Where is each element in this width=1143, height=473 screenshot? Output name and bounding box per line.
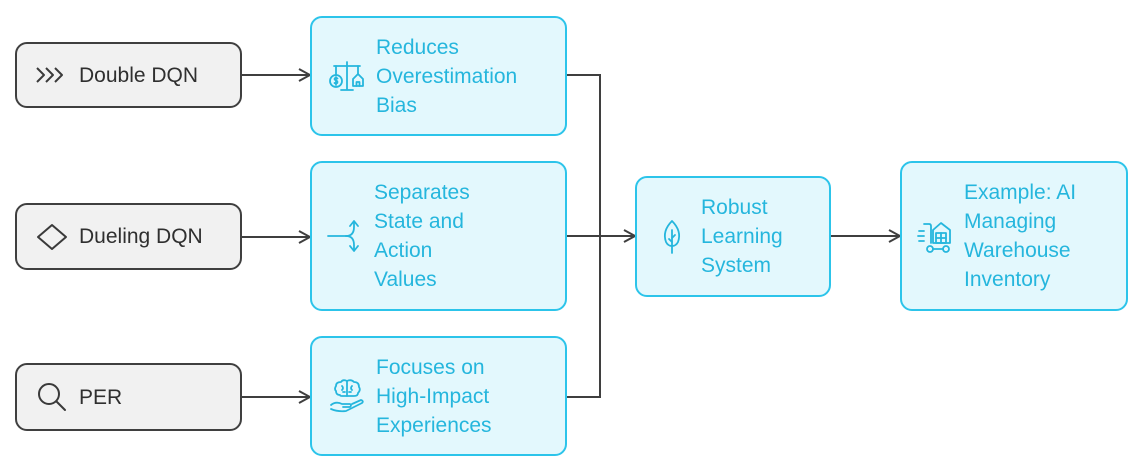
label-line: Managing (964, 210, 1057, 233)
label-line: Separates (374, 181, 470, 204)
benefit-node-separates: Separates State and Action Values (310, 161, 567, 311)
label-line: Example: AI (964, 181, 1077, 204)
benefit-label: Focuses on High-Impact Experiences (376, 353, 492, 440)
label-line: Robust (701, 196, 768, 219)
outcome-node-robust-learning: Robust Learning System (635, 176, 831, 297)
example-node-warehouse: Example: AI Managing Warehouse Inventory (900, 161, 1128, 311)
triple-chevron-right-icon (33, 60, 71, 90)
benefit-node-focuses: Focuses on High-Impact Experiences (310, 336, 567, 456)
label-line: Action (374, 239, 433, 262)
input-label: PER (79, 385, 123, 409)
label-line: Overestimation (376, 64, 518, 88)
brain-in-hand-icon (328, 377, 366, 415)
benefit-label: Reduces Overestimation Bias (376, 33, 517, 120)
diamond-outline-icon (33, 222, 71, 252)
input-label: Dueling DQN (79, 225, 203, 248)
label-line: Warehouse (964, 239, 1071, 262)
outcome-label: Robust Learning System (701, 193, 783, 280)
label-line: Focuses on (376, 355, 485, 379)
label-line: Values (374, 268, 437, 291)
benefit-label: Separates State and Action Values (374, 178, 470, 294)
input-node-double-dqn: Double DQN (15, 42, 242, 108)
example-label: Example: AI Managing Warehouse Inventory (964, 178, 1076, 294)
label-line: Bias (376, 93, 417, 117)
input-label: Double DQN (79, 63, 199, 87)
balance-scale-money-home-icon (328, 57, 366, 95)
input-node-dueling-dqn: Dueling DQN (15, 203, 242, 270)
label-line: High-Impact (376, 384, 490, 408)
split-arrows-icon (326, 217, 364, 255)
benefit-node-overestimation: Reduces Overestimation Bias (310, 16, 567, 136)
magnifier-icon (33, 382, 71, 412)
label-line: Inventory (964, 268, 1051, 291)
label-line: Learning (701, 225, 783, 248)
sapling-leaf-icon (653, 218, 691, 256)
label-line: System (701, 254, 772, 277)
input-node-per: PER (15, 363, 242, 431)
warehouse-cart-icon (916, 217, 954, 255)
label-line: Experiences (376, 413, 492, 437)
label-line: Reduces (376, 35, 459, 59)
label-line: State and (374, 210, 464, 233)
